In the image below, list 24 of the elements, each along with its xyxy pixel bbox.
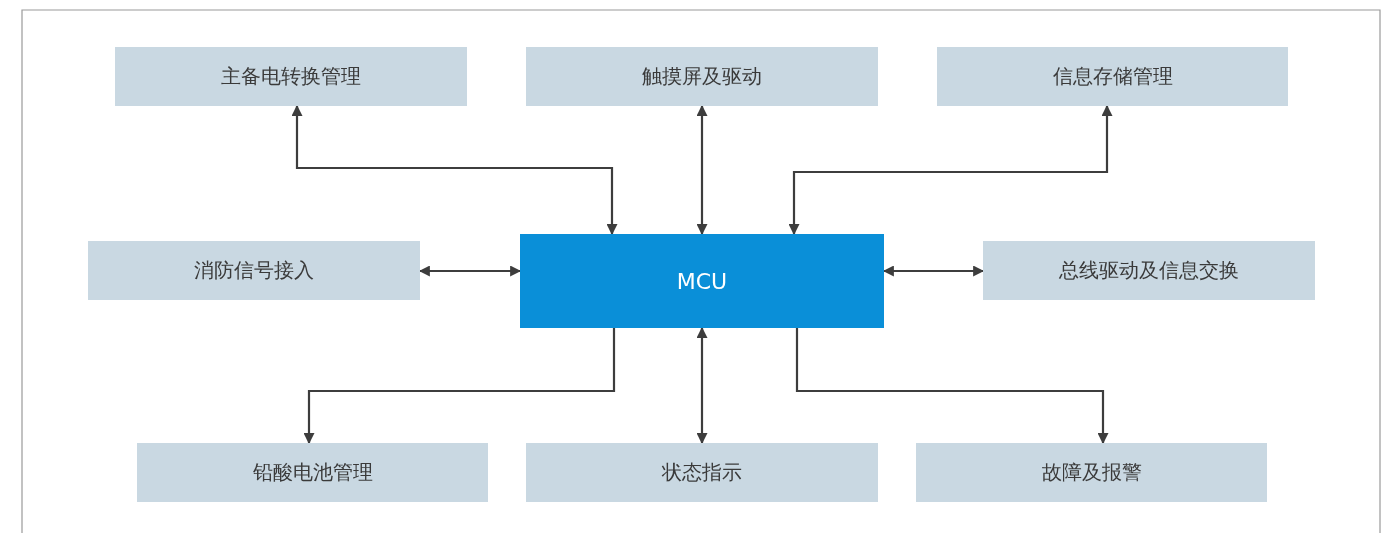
processor-box <box>520 234 884 328</box>
box-label: 故障及报警 <box>1041 459 1142 486</box>
module-box <box>937 47 1288 106</box>
module-box <box>88 241 420 300</box>
box-label: 主备电转换管理 <box>221 63 361 90</box>
box-label: 铅酸电池管理 <box>252 459 373 486</box>
box-label: 消防信号接入 <box>194 257 314 284</box>
connector-arrow <box>696 104 708 236</box>
connector-arrow <box>795 328 1109 445</box>
box-label: 触摸屏及驱动 <box>642 63 762 90</box>
connector-arrow <box>788 104 1113 236</box>
box-label: 状态指示 <box>662 459 742 486</box>
connector-arrow <box>303 328 616 445</box>
box-label: 信息存储管理 <box>1052 63 1173 90</box>
box-label: 总线驱动及信息交换 <box>1059 257 1239 284</box>
connector-arrow <box>696 326 708 445</box>
module-box <box>526 443 878 502</box>
module-box <box>137 443 488 502</box>
box-label: MCU <box>676 268 728 294</box>
module-box <box>916 443 1267 502</box>
module-box <box>983 241 1315 300</box>
connector-arrow <box>291 104 618 236</box>
module-box <box>115 47 467 106</box>
module-box <box>526 47 878 106</box>
